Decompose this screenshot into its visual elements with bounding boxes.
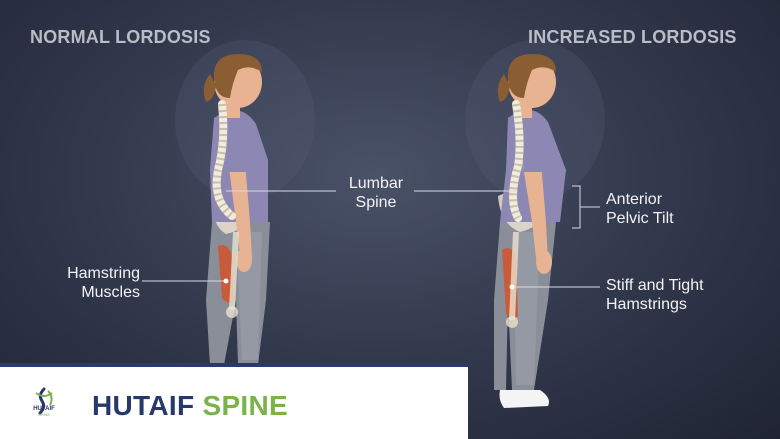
lumbar-label-line1: Lumbar bbox=[348, 175, 404, 192]
logo-wordmark: HUTAIF bbox=[33, 406, 55, 412]
lumbar-spine-label: Lumbar Spine bbox=[336, 174, 416, 212]
stiff-hamstrings-label: Stiff and Tight Hamstrings bbox=[606, 276, 766, 314]
normal-lordosis-heading: NORMAL LORDOSIS bbox=[30, 27, 211, 47]
anterior-label-line2: Pelvic Tilt bbox=[606, 210, 674, 227]
brand-name-part1: HUTAIF bbox=[92, 390, 195, 421]
spine-logo-icon bbox=[35, 387, 53, 415]
lumbar-label-line2: Spine bbox=[355, 194, 397, 211]
brand-name: HUTAIF SPINE bbox=[92, 390, 288, 422]
anterior-label-line1: Anterior bbox=[606, 191, 663, 208]
hamstring-label-line1: Hamstring bbox=[67, 265, 140, 282]
hamstring-muscles-label: Hamstring Muscles bbox=[30, 264, 140, 302]
increased-lordosis-figure bbox=[494, 54, 566, 408]
pelvic-tilt-bracket bbox=[572, 185, 600, 229]
increased-lordosis-heading: INCREASED LORDOSIS bbox=[528, 27, 737, 47]
anterior-pelvic-tilt-label: Anterior Pelvic Tilt bbox=[606, 190, 756, 228]
hamstring-muscle-left bbox=[218, 245, 234, 303]
brand-name-part2: SPINE bbox=[202, 390, 288, 421]
stiff-label-line2: Hamstrings bbox=[606, 296, 687, 313]
hamstring-label-line2: Muscles bbox=[81, 284, 140, 301]
normal-lordosis-figure bbox=[203, 54, 270, 365]
brand-banner: HUTAIF SPINE HUTAIF SPINE bbox=[0, 363, 468, 439]
leader-lines bbox=[142, 185, 600, 288]
stiff-label-line1: Stiff and Tight bbox=[606, 277, 704, 294]
logo-subtext: SPINE bbox=[37, 412, 50, 417]
